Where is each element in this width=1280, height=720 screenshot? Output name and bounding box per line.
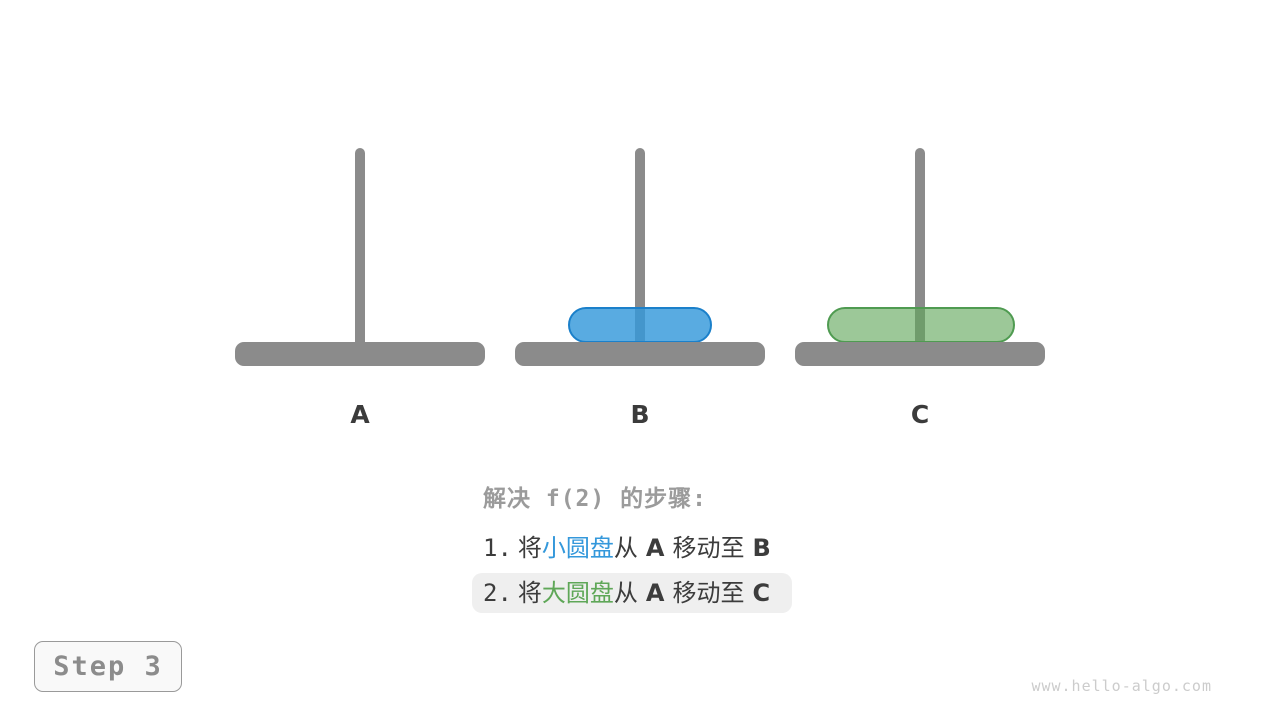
step-2-from-peg: A: [645, 579, 665, 607]
step-2-disk-word: 大圆盘: [541, 579, 614, 607]
site-watermark: www.hello-algo.com: [1031, 677, 1212, 695]
step-2-conn: 从: [613, 579, 638, 607]
peg-a-base: [235, 342, 485, 366]
step-1-action: 移动至: [672, 534, 745, 562]
peg-c-label: C: [910, 400, 930, 429]
peg-a-pole: [355, 148, 365, 342]
step-2-to-peg: C: [752, 579, 771, 607]
steps-title: 解决 f(2) 的步骤:: [483, 486, 707, 512]
peg-c-pole: [915, 148, 925, 342]
step-2-number: 2.: [483, 579, 512, 607]
peg-b-label: B: [630, 400, 650, 429]
peg-a-label: A: [350, 400, 370, 429]
step-1-number: 1.: [483, 534, 512, 562]
peg-c-base: [795, 342, 1045, 366]
step-1-conn: 从: [613, 534, 638, 562]
small-disk: [568, 307, 712, 343]
step-1-to-peg: B: [752, 534, 771, 562]
large-disk: [827, 307, 1015, 343]
step-1-verb: 将: [517, 534, 542, 562]
step-2-verb: 将: [517, 579, 542, 607]
peg-b-pole: [635, 148, 645, 342]
step-2-action: 移动至: [672, 579, 745, 607]
peg-b-base: [515, 342, 765, 366]
step-counter-button[interactable]: Step 3: [34, 641, 182, 692]
step-1-disk-word: 小圆盘: [541, 534, 614, 562]
step-1-from-peg: A: [645, 534, 665, 562]
